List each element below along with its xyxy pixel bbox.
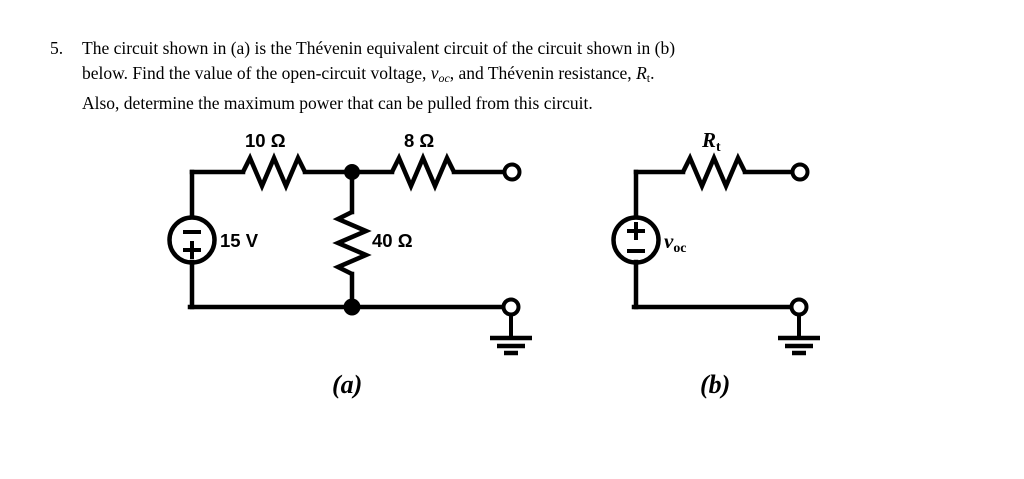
- voc-subscript: oc: [673, 239, 687, 255]
- resistor-8ohm-label: 8 Ω: [404, 130, 435, 151]
- problem-line-2-part1: below. Find the value of the open-circui…: [82, 63, 431, 83]
- voltage-source-a-label: 15 V: [220, 230, 259, 251]
- output-terminal-a: [502, 162, 522, 182]
- problem-line-3: Also, determine the maximum power that c…: [82, 92, 593, 113]
- resistor-rt-label: Rt: [702, 128, 721, 155]
- voc-symbol-inline: v: [430, 63, 439, 83]
- resistor-rt: [680, 152, 748, 192]
- resistor-10ohm: [240, 152, 308, 192]
- resistor-40ohm-label: 40 Ω: [372, 230, 413, 251]
- problem-number: 5.: [50, 38, 64, 58]
- rt-subscript: t: [716, 138, 721, 154]
- ground-terminal-a: [501, 297, 521, 317]
- problem-line-2-part2: , and Thévenin resistance,: [449, 63, 637, 83]
- problem-text: The circuit shown in (a) is the Thévenin…: [82, 36, 930, 116]
- figure-a: [167, 152, 532, 356]
- ground-terminal-b: [789, 297, 809, 317]
- problem-statement: 5. The circuit shown in (a) is the Théve…: [50, 36, 930, 116]
- source-b-plus-sign: [627, 222, 645, 240]
- resistor-40ohm: [332, 209, 372, 277]
- voltage-source-b-label: voc: [664, 229, 686, 256]
- output-terminal-b: [790, 162, 810, 182]
- problem-line-2-part3: .: [650, 63, 655, 83]
- figure-b: [611, 152, 820, 356]
- rt-subscript-inline: t: [646, 70, 651, 85]
- rt-symbol-inline: R: [636, 63, 647, 83]
- figure-caption-a: (a): [332, 370, 363, 399]
- source-a-plus-sign: [183, 241, 201, 259]
- figure-caption-b: (b): [700, 370, 731, 399]
- problem-row: 5. The circuit shown in (a) is the Théve…: [50, 36, 930, 116]
- resistor-10ohm-label: 10 Ω: [245, 130, 286, 151]
- resistor-8ohm: [389, 152, 457, 192]
- problem-line-2: below. Find the value of the open-circui…: [82, 61, 930, 91]
- voc-subscript-inline: oc: [438, 70, 450, 85]
- rt-base: R: [702, 128, 717, 152]
- problem-line-1: The circuit shown in (a) is the Thévenin…: [82, 38, 676, 58]
- voc-base: v: [664, 229, 674, 253]
